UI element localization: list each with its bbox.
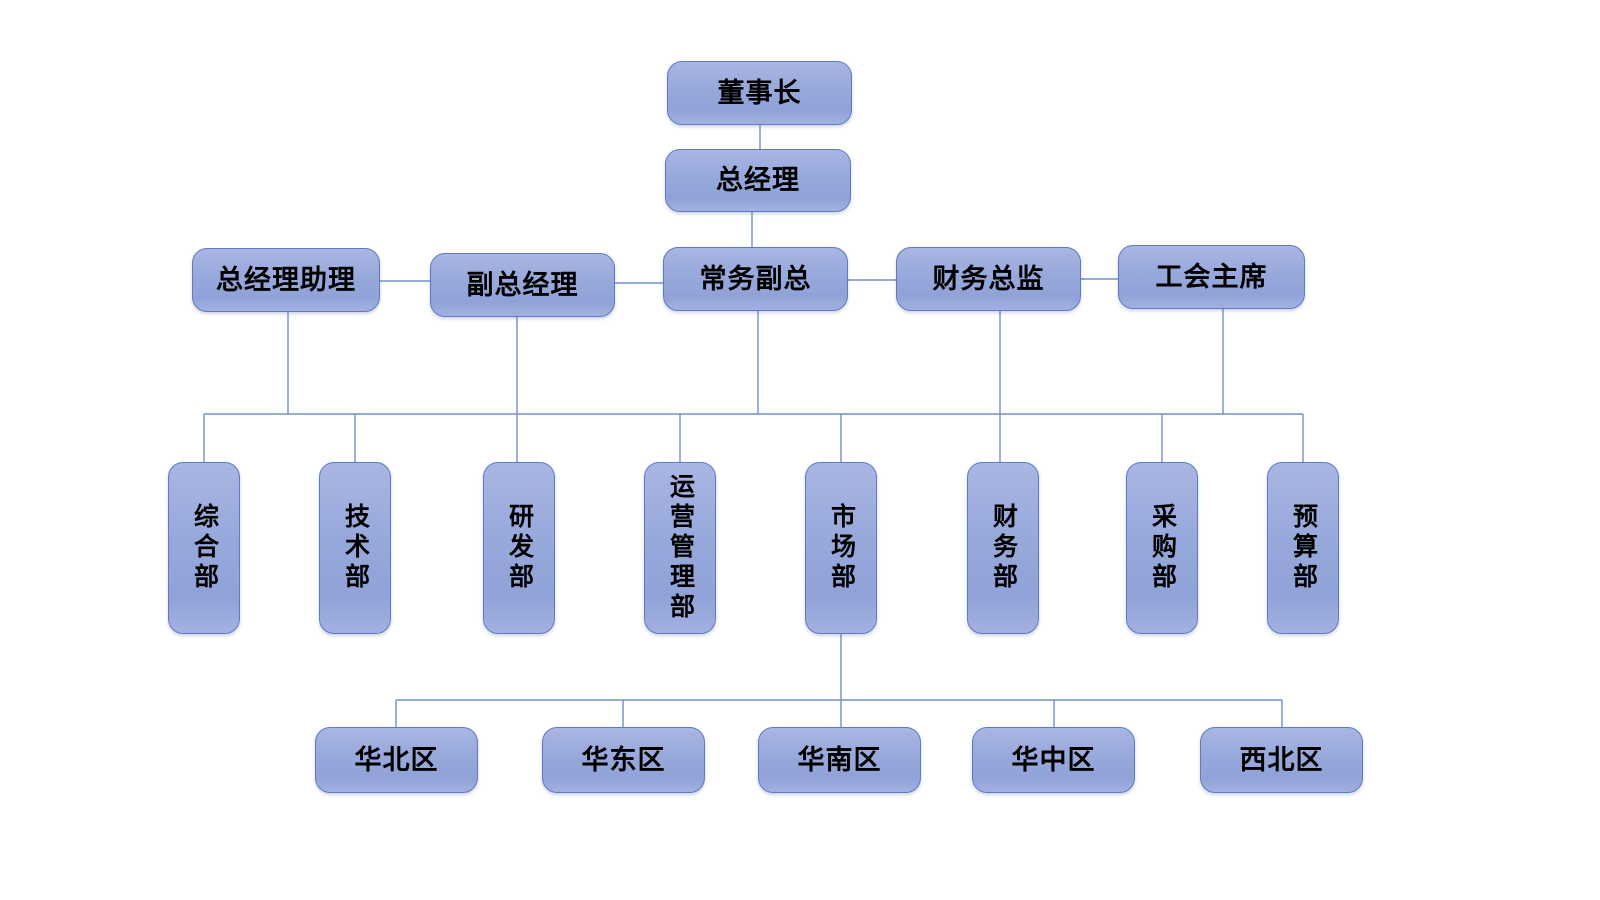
node-dept-budget[interactable]: 预算部 bbox=[1267, 462, 1339, 634]
node-finance-director-label: 财务总监 bbox=[932, 263, 1045, 294]
node-chairman[interactable]: 董事长 bbox=[667, 61, 852, 125]
node-dept-finance-label: 财务部 bbox=[989, 503, 1018, 593]
node-exec-deputy-gm[interactable]: 常务副总 bbox=[663, 247, 848, 311]
node-dept-technology[interactable]: 技术部 bbox=[319, 462, 391, 634]
node-dept-operations-mgmt-label: 运营管理部 bbox=[666, 473, 695, 623]
node-general-manager-label: 总经理 bbox=[716, 165, 800, 195]
node-union-chairman-label: 工会主席 bbox=[1155, 261, 1268, 292]
node-deputy-gm-label: 副总经理 bbox=[466, 269, 579, 300]
node-region-east-label: 华东区 bbox=[581, 744, 666, 775]
node-dept-technology-label: 技术部 bbox=[341, 503, 370, 593]
node-dept-finance[interactable]: 财务部 bbox=[967, 462, 1039, 634]
node-chairman-label: 董事长 bbox=[717, 77, 802, 108]
node-dept-operations-mgmt[interactable]: 运营管理部 bbox=[644, 462, 716, 634]
node-dept-rnd[interactable]: 研发部 bbox=[483, 462, 555, 634]
node-dept-procurement-label: 采购部 bbox=[1148, 503, 1177, 593]
node-union-chairman[interactable]: 工会主席 bbox=[1118, 245, 1305, 309]
node-dept-budget-label: 预算部 bbox=[1289, 503, 1318, 593]
node-region-northwest-label: 西北区 bbox=[1239, 744, 1324, 775]
node-gm-assistant[interactable]: 总经理助理 bbox=[192, 248, 380, 312]
node-dept-general-affairs[interactable]: 综合部 bbox=[168, 462, 240, 634]
node-dept-general-affairs-label: 综合部 bbox=[190, 503, 219, 593]
node-exec-deputy-gm-label: 常务副总 bbox=[699, 263, 812, 294]
node-finance-director[interactable]: 财务总监 bbox=[896, 247, 1081, 311]
node-dept-procurement[interactable]: 采购部 bbox=[1126, 462, 1198, 634]
node-gm-assistant-label: 总经理助理 bbox=[216, 264, 356, 295]
node-dept-marketing-label: 市场部 bbox=[827, 503, 856, 593]
node-region-central-label: 华中区 bbox=[1011, 744, 1096, 775]
node-region-north[interactable]: 华北区 bbox=[315, 727, 478, 793]
node-region-north-label: 华北区 bbox=[354, 744, 439, 775]
node-dept-marketing[interactable]: 市场部 bbox=[805, 462, 877, 634]
node-general-manager[interactable]: 总经理 bbox=[665, 149, 851, 212]
node-region-south[interactable]: 华南区 bbox=[758, 727, 921, 793]
node-deputy-gm[interactable]: 副总经理 bbox=[430, 253, 615, 317]
node-region-south-label: 华南区 bbox=[797, 744, 882, 775]
node-region-east[interactable]: 华东区 bbox=[542, 727, 705, 793]
node-region-central[interactable]: 华中区 bbox=[972, 727, 1135, 793]
node-region-northwest[interactable]: 西北区 bbox=[1200, 727, 1363, 793]
node-dept-rnd-label: 研发部 bbox=[505, 503, 534, 593]
